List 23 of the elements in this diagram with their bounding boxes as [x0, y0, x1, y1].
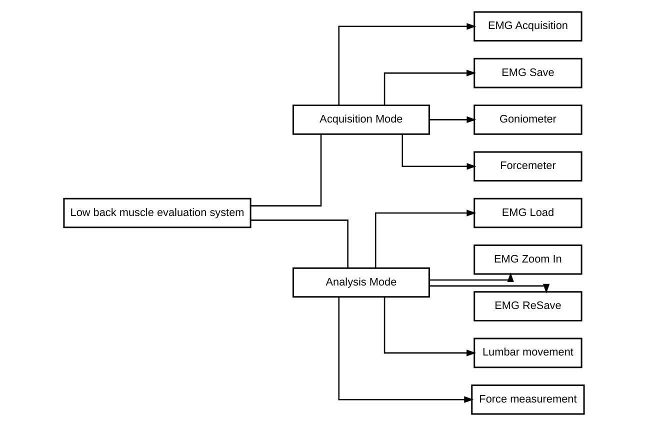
arrow	[430, 116, 476, 124]
node-box: Low back muscle evaluation system	[63, 198, 252, 228]
node-box: Goniometer	[474, 104, 582, 135]
arrow	[429, 272, 514, 282]
node-box: EMG Zoom In	[474, 244, 582, 275]
node-box: Acquisition Mode	[292, 104, 430, 135]
arrow	[384, 70, 476, 106]
node-box: EMG Save	[474, 58, 582, 88]
node-box: EMG ReSave	[474, 291, 582, 322]
arrow	[402, 134, 476, 170]
node-box: EMG Load	[474, 198, 582, 228]
arrow	[384, 297, 476, 356]
node-box: Lumbar movement	[474, 338, 582, 368]
node-box: EMG Acquisition	[474, 11, 582, 42]
connector	[250, 134, 322, 206]
node-box: Forcemeter	[474, 151, 582, 182]
arrow	[374, 210, 476, 268]
node-box: Analysis Mode	[292, 267, 430, 298]
connector	[250, 220, 348, 268]
node-box: Force measurement	[471, 384, 585, 415]
arrow	[338, 297, 474, 403]
arrow	[429, 284, 550, 294]
arrow	[338, 23, 476, 106]
